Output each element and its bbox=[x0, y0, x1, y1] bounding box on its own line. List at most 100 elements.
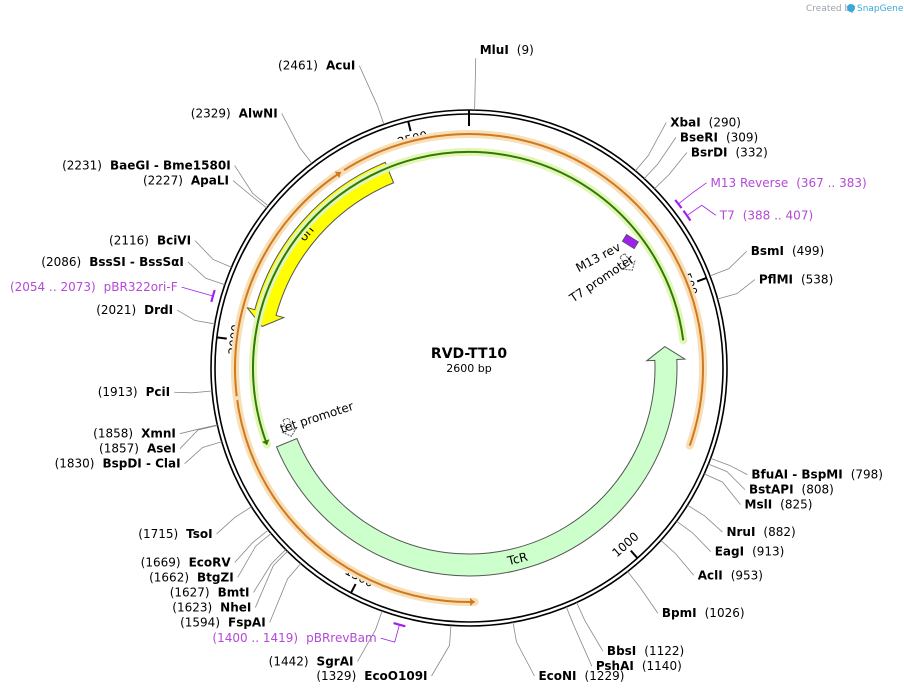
primer-leader-line bbox=[686, 204, 716, 216]
site-position: (798) bbox=[851, 468, 883, 482]
site-bsssi[interactable]: (2086)BssSI - BssSαI bbox=[41, 255, 225, 286]
site-eagi[interactable]: EagI (913) bbox=[676, 520, 785, 559]
site-sgrai[interactable]: (1442)SgrAI bbox=[269, 610, 383, 669]
site-position: (1026) bbox=[705, 606, 745, 620]
site-bmti[interactable]: (1627)BmtI bbox=[170, 549, 286, 600]
site-name: EcoO109I bbox=[364, 669, 427, 683]
site-msli[interactable]: MslI(825) bbox=[704, 473, 812, 512]
site-leader-line bbox=[176, 309, 215, 325]
feature-tet-promoter-glyph[interactable] bbox=[279, 417, 298, 438]
site-bbsi[interactable]: BbsI(1122) bbox=[576, 602, 685, 658]
site-bsrdi[interactable]: BsrDI(332) bbox=[654, 145, 768, 189]
site-asei[interactable]: (1857)AseI bbox=[99, 425, 218, 456]
ruler-tick-2000 bbox=[216, 336, 227, 340]
primer-leader-line bbox=[380, 624, 400, 643]
site-position: (882) bbox=[763, 525, 795, 539]
site-leader-line bbox=[269, 563, 302, 623]
ruler-tick-1500 bbox=[350, 583, 357, 594]
site-econi[interactable]: EcoNI(1229) bbox=[512, 622, 624, 683]
site-bfuai[interactable]: BfuAI - BspMI(798) bbox=[710, 457, 883, 482]
site-name: XmnI bbox=[141, 427, 176, 441]
site-position: (913) bbox=[752, 545, 784, 559]
site-drui[interactable]: NruI (882) bbox=[687, 504, 796, 539]
site-label: NruI (882) bbox=[726, 525, 795, 539]
site-label: (2329)AlwNI bbox=[191, 106, 278, 120]
site-xmni[interactable]: (1858) XmnI bbox=[93, 424, 218, 441]
site-leader-line bbox=[660, 540, 695, 576]
primer-label: T7(388 .. 407) bbox=[719, 208, 813, 222]
site-name: TsoI bbox=[186, 527, 212, 541]
site-pcii[interactable]: (1913)PciI bbox=[98, 385, 213, 399]
site-label: PflMI(538) bbox=[759, 273, 833, 287]
promoter-arrow-icon bbox=[281, 417, 298, 437]
site-position: (1627) bbox=[170, 585, 210, 599]
site-baegi[interactable]: (2231)BaeGI - Bme1580I bbox=[62, 159, 269, 207]
site-pshai[interactable]: PshAI(1140) bbox=[565, 606, 682, 673]
site-ecorv[interactable]: (1669)EcoRV bbox=[141, 529, 269, 569]
site-eco0109i[interactable]: (1329) EcoO109I bbox=[316, 625, 452, 683]
site-btgzi[interactable]: (1662)BtgZI bbox=[149, 533, 272, 584]
site-label: BsrDI(332) bbox=[691, 145, 768, 159]
site-fspai[interactable]: (1594)FspAI bbox=[180, 563, 302, 630]
feature-tcr-label: TcR bbox=[505, 550, 529, 569]
primer-t7-primer[interactable]: T7(388 .. 407) bbox=[686, 204, 813, 222]
site-label: AclI(953) bbox=[698, 568, 763, 582]
site-bseri[interactable]: BseRI(309) bbox=[643, 130, 758, 179]
primer-name: M13 Reverse bbox=[711, 176, 789, 190]
site-leader-line bbox=[635, 122, 667, 172]
site-bstapi[interactable]: BstAPI(808) bbox=[708, 463, 834, 497]
site-xbai[interactable]: XbaI(290) bbox=[635, 115, 741, 172]
site-position: (1329) bbox=[316, 669, 356, 683]
site-leader-line bbox=[576, 602, 604, 652]
site-leader-line bbox=[687, 504, 723, 533]
site-position: (290) bbox=[709, 115, 741, 129]
site-acli[interactable]: AclI(953) bbox=[660, 540, 763, 582]
site-label: (1830)BspDI - ClaI bbox=[55, 457, 181, 471]
primer-m13rev-primer[interactable]: M13 Reverse(367 .. 383) bbox=[678, 176, 867, 205]
primer-t7-primer-arc[interactable] bbox=[682, 209, 692, 222]
site-acui[interactable]: (2461)AcuI bbox=[278, 59, 385, 125]
orf-outer-orange-left[interactable] bbox=[234, 171, 342, 397]
orf-inner-green[interactable] bbox=[252, 151, 685, 445]
site-name: EagI bbox=[715, 545, 744, 559]
site-label: PshAI(1140) bbox=[596, 659, 682, 673]
primer-pbr322ori-f[interactable]: (2054 .. 2073)pBR322ori-F bbox=[10, 280, 214, 297]
site-bcivi[interactable]: (2116)BciVI bbox=[109, 234, 232, 268]
primer-name: pBRrevBam bbox=[306, 631, 377, 645]
site-leader-line bbox=[643, 137, 677, 179]
site-mlui[interactable]: MluI(9) bbox=[474, 43, 534, 111]
site-nhei[interactable]: (1623)NheI bbox=[172, 551, 288, 614]
site-bsmi[interactable]: BsmI(499) bbox=[709, 244, 824, 277]
site-apali[interactable]: (2227)ApaLI bbox=[143, 174, 267, 209]
watermark-brand: SnapGene bbox=[857, 4, 904, 14]
site-leader-line bbox=[187, 261, 225, 286]
site-position: (2329) bbox=[191, 106, 231, 120]
site-drdi[interactable]: (2021)DrdI bbox=[96, 303, 215, 325]
site-bpmi[interactable]: BpmI(1026) bbox=[627, 571, 745, 620]
site-name: BseRI bbox=[680, 130, 718, 144]
feature-t7-promoter-glyph[interactable] bbox=[616, 251, 638, 274]
primer-pbrrevbam[interactable]: (1400 .. 1419)pBRrevBam bbox=[212, 624, 400, 645]
site-alwni[interactable]: (2329)AlwNI bbox=[191, 106, 313, 164]
feature-ori-arrow[interactable] bbox=[245, 161, 395, 328]
site-position: (1122) bbox=[644, 644, 684, 658]
site-pflmi[interactable]: PflMI(538) bbox=[717, 273, 834, 300]
site-label: (2231)BaeGI - Bme1580I bbox=[62, 159, 231, 173]
site-label: (1857)AseI bbox=[99, 442, 176, 456]
feature-tcr-arrow[interactable] bbox=[275, 346, 687, 577]
site-position: (9) bbox=[517, 43, 534, 57]
site-bspdi[interactable]: (1830)BspDI - ClaI bbox=[55, 441, 222, 471]
primer-m13rev-primer-arc[interactable] bbox=[674, 199, 683, 209]
site-tsoi[interactable]: (1715)TsoI bbox=[138, 506, 252, 541]
site-name: NheI bbox=[220, 600, 251, 614]
site-position: (2231) bbox=[62, 159, 102, 173]
site-position: (1442) bbox=[269, 655, 309, 669]
site-position: (808) bbox=[802, 483, 834, 497]
ruler-label-1000: 1000 bbox=[609, 529, 641, 560]
primer-label: (1400 .. 1419)pBRrevBam bbox=[212, 631, 376, 645]
site-name: NruI bbox=[726, 525, 755, 539]
site-position: (1858) bbox=[93, 427, 133, 441]
feature-m13-rev-glyph[interactable] bbox=[621, 233, 639, 250]
site-name: AcuI bbox=[326, 59, 355, 73]
site-leader-line bbox=[676, 520, 712, 552]
